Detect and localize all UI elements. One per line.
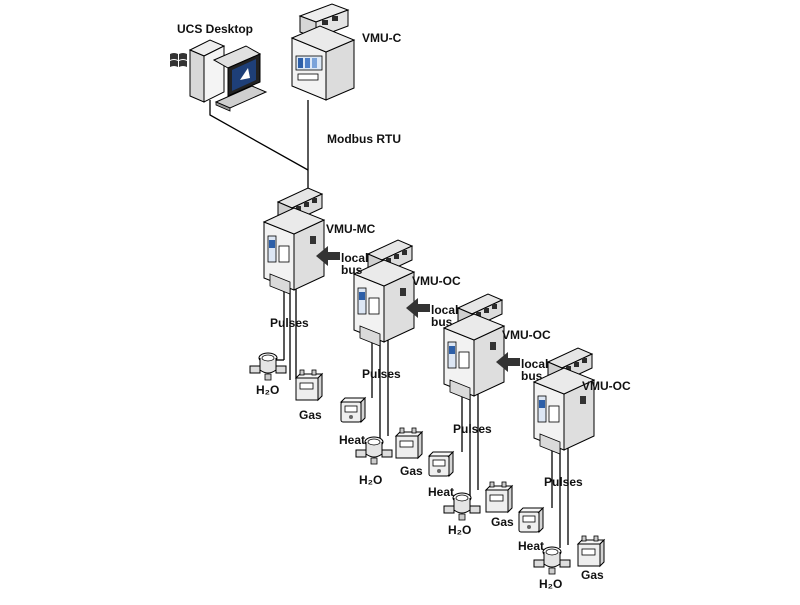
heat-meter-icon bbox=[340, 397, 366, 423]
vmu-oc-label-1: VMU-OC bbox=[412, 274, 461, 288]
gas-meter-icon bbox=[577, 535, 605, 567]
water-label-3: H₂O bbox=[448, 523, 472, 537]
vmu-oc-label-3: VMU-OC bbox=[582, 379, 631, 393]
gas-label-3: Gas bbox=[491, 515, 514, 529]
pulses-label-2: Pulses bbox=[362, 367, 401, 381]
pulses-label-4: Pulses bbox=[544, 475, 583, 489]
pulses-label-3: Pulses bbox=[453, 422, 492, 436]
gas-meter-icon bbox=[485, 481, 513, 513]
pulses-label-1: Pulses bbox=[270, 316, 309, 330]
heat-label-3: Heat bbox=[428, 485, 455, 499]
gas-label-2: Gas bbox=[400, 464, 423, 478]
gas-meter-icon bbox=[395, 427, 423, 459]
water-label-2: H₂O bbox=[359, 473, 383, 487]
gas-meter-icon bbox=[295, 369, 323, 401]
local-bus-label-2b: bus bbox=[431, 315, 453, 329]
vmu-mc-module bbox=[263, 187, 325, 295]
local-bus-label-3a: local bbox=[521, 357, 549, 371]
local-bus-label-1b: bus bbox=[341, 263, 363, 277]
vmu-mc-label: VMU-MC bbox=[326, 222, 376, 236]
water-label-4: H₂O bbox=[539, 577, 563, 591]
din-rail-controller-icon bbox=[290, 3, 356, 101]
water-label-1: H₂O bbox=[256, 383, 280, 397]
heat-meter-icon bbox=[428, 451, 454, 477]
gas-label-4: Gas bbox=[581, 568, 604, 582]
local-bus-label-2a: local bbox=[431, 303, 459, 317]
heat-label-4: Heat bbox=[518, 539, 545, 553]
gas-label-1: Gas bbox=[299, 408, 322, 422]
desktop-label: UCS Desktop bbox=[177, 22, 254, 36]
desktop-computer-icon bbox=[170, 39, 268, 112]
wiring bbox=[209, 100, 569, 548]
local-bus-label-1a: local bbox=[341, 251, 369, 265]
heat-label-2: Heat bbox=[339, 433, 366, 447]
water-meter-icon bbox=[249, 352, 287, 381]
modbus-label: Modbus RTU bbox=[327, 132, 401, 146]
heat-meter-icon bbox=[518, 507, 544, 533]
local-bus-label-3b: bus bbox=[521, 369, 543, 383]
windows-logo-icon bbox=[170, 53, 187, 67]
vmu-oc-label-2: VMU-OC bbox=[502, 328, 551, 342]
vmu-c-label: VMU-C bbox=[362, 31, 402, 45]
